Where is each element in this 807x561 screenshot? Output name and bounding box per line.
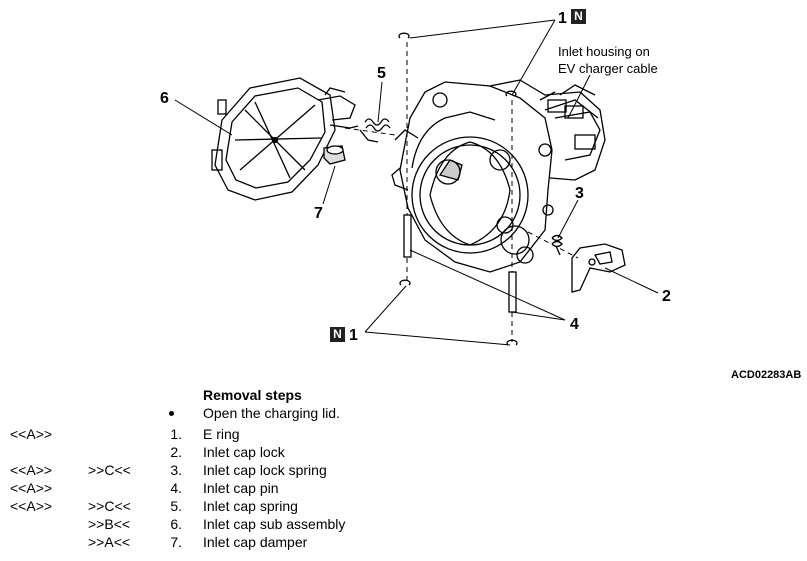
callout-5: 5 [377, 65, 386, 82]
step-text: Inlet cap pin [203, 480, 279, 496]
step-number: 5. [170, 498, 182, 514]
non-reusable-mark-bottom: N [330, 327, 345, 342]
step-text: Inlet cap spring [203, 498, 298, 514]
inlet-cap-damper [323, 145, 346, 165]
callout-7: 7 [314, 205, 323, 222]
step-ref-a: <<A>> [10, 498, 53, 514]
callout-4: 4 [570, 316, 579, 333]
step-ref-b: >>A<< [88, 534, 131, 550]
inlet-housing [391, 79, 606, 273]
step-ref-a: <<A>> [10, 462, 53, 478]
step-number: 7. [170, 534, 182, 550]
e-ring-top-left [398, 32, 410, 39]
removal-steps-list: Removal steps Open the charging lid. <<A… [0, 386, 807, 561]
exploded-view-diagram: 1 5 6 7 3 2 4 1 Inlet housing on EV char… [160, 10, 671, 346]
inlet-cap-spring [359, 118, 391, 143]
step-row: 2. Inlet cap lock [0, 443, 807, 461]
removal-steps-title: Removal steps [203, 387, 302, 403]
step-ref-a: <<A>> [10, 426, 53, 442]
bullet-icon [169, 411, 174, 416]
step-ref-a: <<A>> [10, 480, 53, 496]
step-ref-b: >>C<< [88, 462, 131, 478]
step-row: <<A>> 1. E ring [0, 425, 807, 443]
step-text: Inlet cap sub assembly [203, 516, 346, 532]
inlet-cap-pin-right [508, 271, 517, 313]
step-text: Inlet cap lock spring [203, 462, 327, 478]
step-row: <<A>> >>C<< 5. Inlet cap spring [0, 497, 807, 515]
callout-2: 2 [662, 288, 671, 305]
figure-reference-code: ACD02283AB [731, 369, 802, 381]
e-ring-bottom-left [399, 279, 411, 286]
step-row: >>A<< 7. Inlet cap damper [0, 533, 807, 551]
callout-1-top: 1 [558, 10, 567, 27]
step-number: 1. [170, 426, 182, 442]
step-row: <<A>> >>C<< 3. Inlet cap lock spring [0, 461, 807, 479]
non-reusable-mark-top: N [571, 9, 586, 24]
step-text: E ring [203, 426, 240, 442]
inlet-housing-caption-line1: Inlet housing on [558, 44, 650, 59]
step-number: 4. [170, 480, 182, 496]
step-text: Inlet cap lock [203, 444, 285, 460]
step-number: 2. [170, 444, 182, 460]
step-number: 6. [170, 516, 182, 532]
e-ring-top-right [505, 90, 517, 97]
step-text: Inlet cap damper [203, 534, 308, 550]
inlet-cap-pin-left [403, 214, 412, 258]
step-row: Open the charging lid. [0, 404, 807, 422]
step-row: <<A>> 4. Inlet cap pin [0, 479, 807, 497]
inlet-cap-lock [571, 243, 626, 293]
callout-3: 3 [575, 185, 584, 202]
step-ref-b: >>C<< [88, 498, 131, 514]
inlet-housing-caption-line2: EV charger cable [558, 61, 658, 76]
step-text: Open the charging lid. [203, 405, 340, 421]
callout-6: 6 [160, 90, 169, 107]
step-number: 3. [170, 462, 182, 478]
step-row: >>B<< 6. Inlet cap sub assembly [0, 515, 807, 533]
inlet-cap-sub-assembly [211, 77, 359, 201]
callout-1-bottom: 1 [349, 327, 358, 344]
step-ref-b: >>B<< [88, 516, 131, 532]
